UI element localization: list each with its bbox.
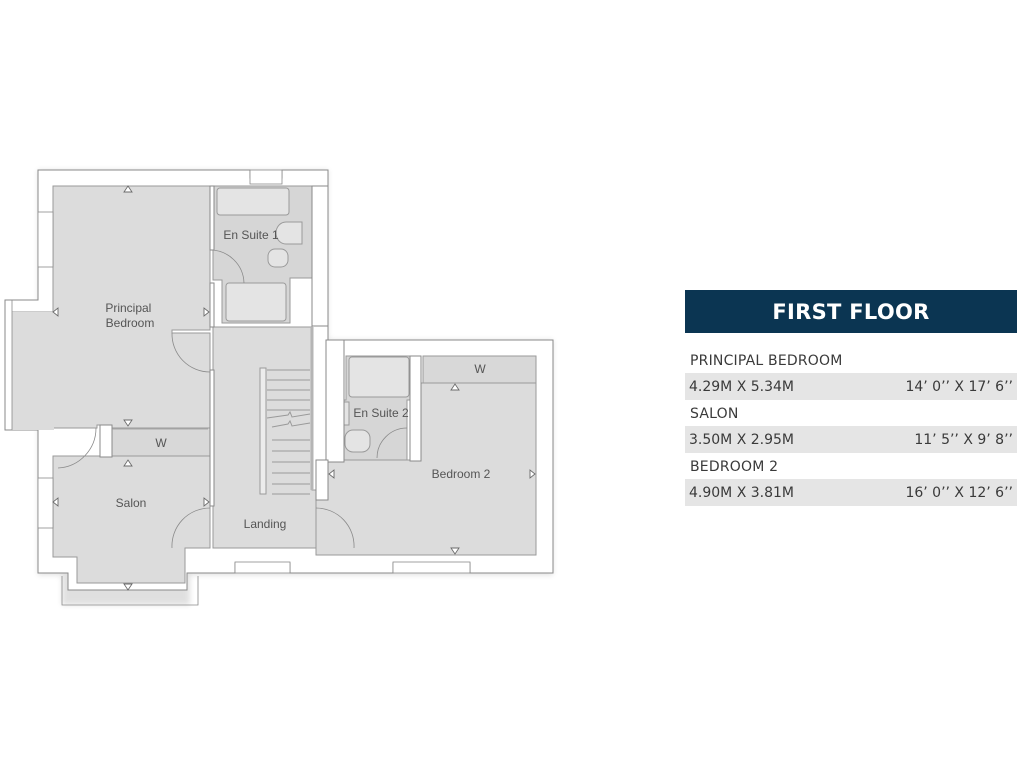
label-en-suite-1: En Suite 1 <box>223 228 279 242</box>
metric-dimensions: 3.50M X 2.95M <box>689 431 794 448</box>
label-wardrobe-1: W <box>155 436 167 450</box>
landing-floor <box>212 326 327 549</box>
room-entry-salon: SALON 3.50M X 2.95M 11’ 5’’ X 9’ 8’’ <box>685 403 1017 453</box>
room-dimensions: 4.90M X 3.81M 16’ 0’’ X 12’ 6’’ <box>685 479 1017 506</box>
label-bedroom-2: Bedroom 2 <box>432 467 491 481</box>
metric-dimensions: 4.29M X 5.34M <box>689 378 794 395</box>
basin-1 <box>275 221 303 245</box>
bathtub-1 <box>216 187 290 216</box>
interior-walls <box>99 185 422 507</box>
room-list: PRINCIPAL BEDROOM 4.29M X 5.34M 14’ 0’’ … <box>685 350 1017 506</box>
wardrobe-1 <box>109 427 211 457</box>
door-swings <box>57 249 408 549</box>
imperial-dimensions: 11’ 5’’ X 9’ 8’’ <box>914 431 1013 448</box>
room-dimensions: 4.29M X 5.34M 14’ 0’’ X 17’ 6’’ <box>685 373 1017 400</box>
imperial-dimensions: 16’ 0’’ X 12’ 6’’ <box>905 484 1013 501</box>
toilet-2 <box>344 429 371 453</box>
room-entry-principal-bedroom: PRINCIPAL BEDROOM 4.29M X 5.34M 14’ 0’’ … <box>685 350 1017 400</box>
room-dimensions-panel: FIRST FLOOR PRINCIPAL BEDROOM 4.29M X 5.… <box>685 290 1017 509</box>
room-dimensions: 3.50M X 2.95M 11’ 5’’ X 9’ 8’’ <box>685 426 1017 453</box>
room-entry-bedroom-2: BEDROOM 2 4.90M X 3.81M 16’ 0’’ X 12’ 6’… <box>685 456 1017 506</box>
wall-markers <box>52 185 536 591</box>
windows <box>5 169 471 606</box>
label-landing: Landing <box>244 517 287 531</box>
wardrobe-2 <box>422 355 537 384</box>
label-principal-bedroom: Principal Bedroom <box>105 301 154 330</box>
room-name: BEDROOM 2 <box>690 459 779 475</box>
label-en-suite-2: En Suite 2 <box>353 406 409 420</box>
metric-dimensions: 4.90M X 3.81M <box>689 484 794 501</box>
label-wardrobe-2: W <box>474 362 486 376</box>
toilet-1 <box>267 248 289 268</box>
panel-header: FIRST FLOOR <box>685 290 1017 333</box>
room-name: SALON <box>690 406 739 422</box>
imperial-dimensions: 14’ 0’’ X 17’ 6’’ <box>905 378 1013 395</box>
staircase <box>259 327 314 495</box>
shower-2 <box>348 356 410 398</box>
room-name: PRINCIPAL BEDROOM <box>690 353 843 369</box>
shower-1 <box>225 282 287 322</box>
floor-title: FIRST FLOOR <box>772 299 930 324</box>
label-salon: Salon <box>116 496 147 510</box>
